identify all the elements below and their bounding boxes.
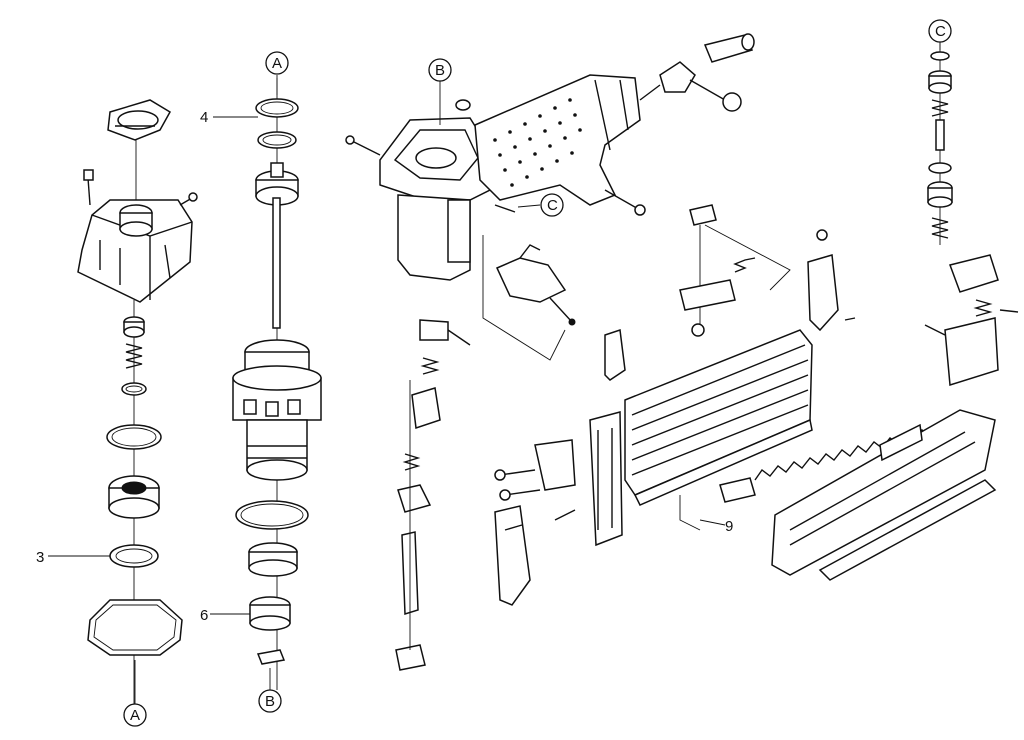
callout-circle-a-top: [265, 51, 289, 75]
housing-handle-assembly: [345, 33, 755, 281]
magazine-rail-assembly: [494, 329, 813, 606]
callout-labels: 4 3 6 9 A A B B C C: [36, 19, 952, 727]
callout-c-mid: C: [547, 197, 558, 214]
callout-3: 3: [36, 549, 44, 566]
cap-assembly-stack: [77, 99, 198, 705]
pusher-spring-magazine: [679, 40, 1019, 581]
trigger-parts: [395, 204, 856, 671]
callout-b-top: B: [435, 62, 445, 79]
callout-circle-b-top: [428, 58, 452, 82]
callout-circle-b-bottom: [258, 689, 282, 713]
callout-circle-c-mid: [540, 193, 564, 217]
callout-circle-c-right: [928, 19, 952, 43]
leader-lines: [48, 42, 941, 705]
callout-6: 6: [200, 607, 208, 624]
callout-circle-a-bottom: [123, 703, 147, 727]
grip-dots: [493, 98, 582, 187]
callout-a-bottom: A: [130, 707, 140, 724]
callout-c-right: C: [935, 23, 946, 40]
callout-b-bottom: B: [265, 693, 275, 710]
callout-4: 4: [200, 109, 208, 126]
callout-9: 9: [725, 518, 733, 535]
piston-driver-stack: [232, 78, 322, 690]
callout-a-top: A: [272, 55, 282, 72]
